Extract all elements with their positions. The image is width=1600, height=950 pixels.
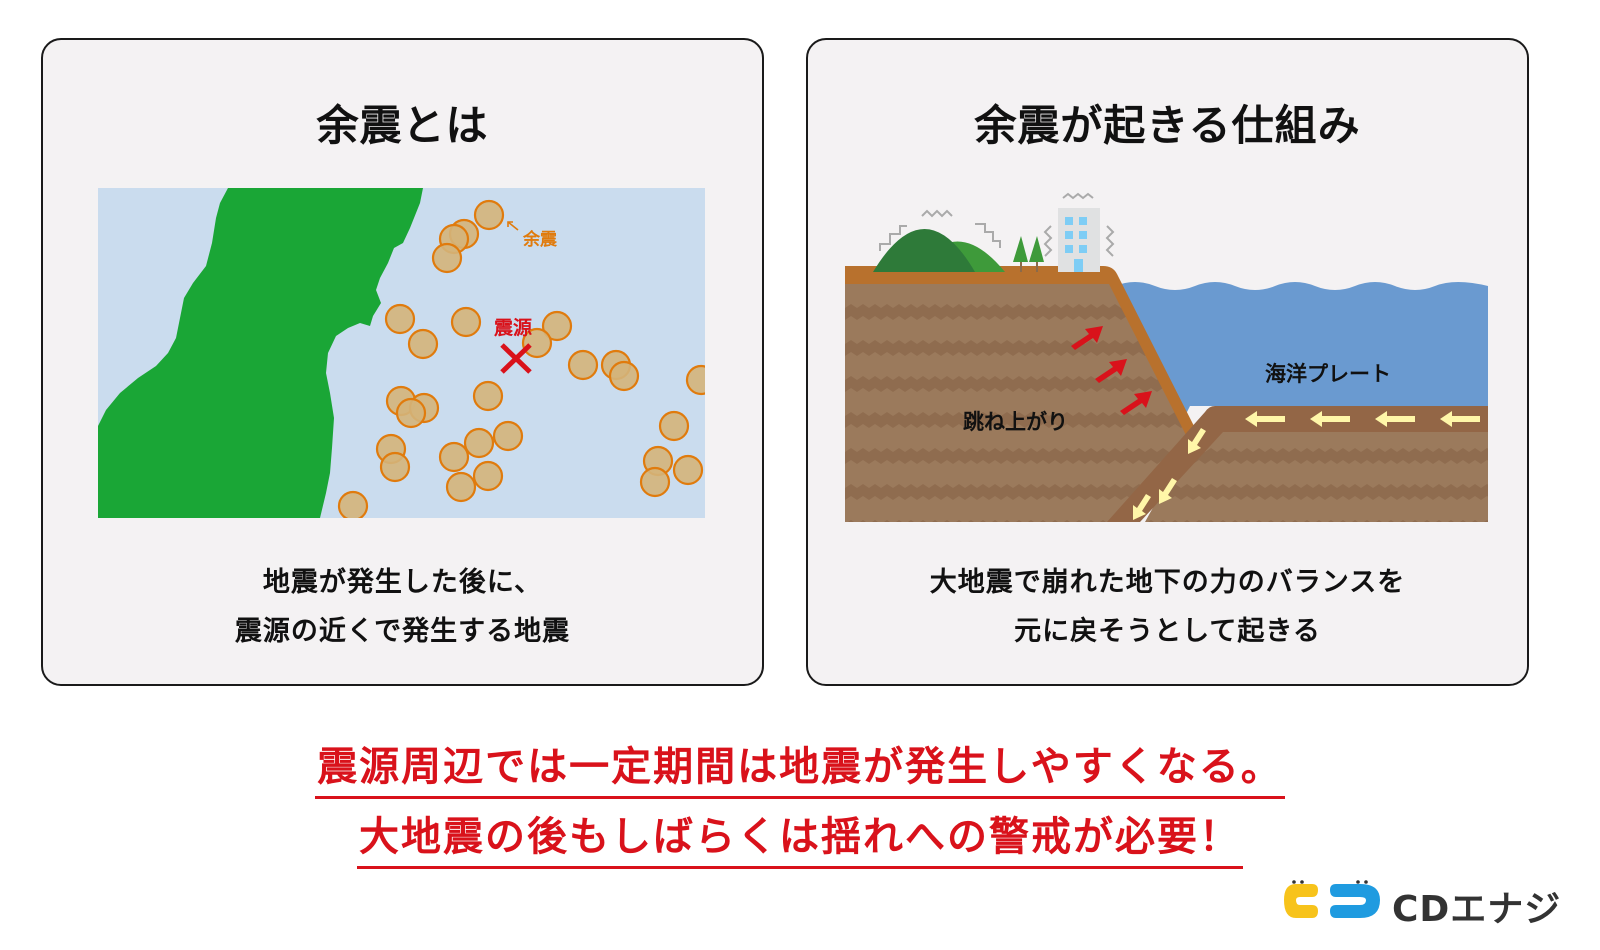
logo-text: CDエナジー	[1392, 889, 1562, 950]
ocean-crust	[1145, 410, 1488, 522]
aftershock-label: 余震	[522, 229, 558, 250]
tree-icons	[1013, 236, 1044, 272]
plate-illustration: 跳ね上がり 海洋プレート	[845, 192, 1488, 522]
aftershock-mechanism-panel: 余震が起きる仕組み	[806, 38, 1529, 686]
epicenter-x-icon	[500, 343, 532, 374]
surface-layer	[845, 266, 1197, 441]
hill-front	[873, 229, 975, 272]
building-icon	[1058, 208, 1100, 272]
logo-mark-icon	[1284, 880, 1380, 918]
land-mass	[98, 188, 423, 518]
continental-crust	[845, 272, 1190, 522]
aftershock-definition-panel: 余震とは	[41, 38, 764, 686]
aftershock-map: 余震 震源	[98, 188, 705, 518]
summary-text-2: 大地震の後もしばらくは揺れへの警戒が必要！	[357, 804, 1243, 869]
epicenter-label: 震源	[494, 316, 532, 339]
description-line-2: 元に戻そうとして起きる	[1014, 616, 1321, 647]
ocean-plate-label: 海洋プレート	[1265, 362, 1391, 386]
description-line-1: 地震が発生した後に、	[262, 567, 543, 598]
rebound-arrows	[1071, 326, 1152, 415]
panel-description: 地震が発生した後に、 震源の近くで発生する地震	[43, 558, 762, 656]
ocean	[1115, 282, 1488, 476]
panel-title: 余震が起きる仕組み	[974, 101, 1361, 150]
description-line-2: 震源の近くで発生する地震	[234, 616, 571, 647]
summary-line-1: 震源周辺では一定期間は地震が発生しやすくなる。	[0, 734, 1600, 799]
description-line-1: 大地震で崩れた地下の力のバランスを	[929, 567, 1406, 598]
ocean-plate-arrows	[1133, 411, 1480, 520]
map-illustration: 余震 震源	[98, 188, 705, 518]
plate-diagram: 跳ね上がり 海洋プレート	[845, 186, 1488, 522]
shake-marks	[879, 192, 1115, 257]
panel-title: 余震とは	[316, 101, 489, 150]
rebound-label: 跳ね上がり	[963, 410, 1068, 434]
panel-description: 大地震で崩れた地下の力のバランスを 元に戻そうとして起きる	[808, 558, 1527, 656]
aftershock-pointer-arrow	[507, 221, 519, 231]
aftershock-circles	[337, 199, 705, 518]
summary-line-2: 大地震の後もしばらくは揺れへの警戒が必要！	[0, 804, 1600, 869]
brand-logo: CDエナジー	[1282, 878, 1582, 950]
summary-text-1: 震源周辺では一定期間は地震が発生しやすくなる。	[315, 734, 1285, 799]
